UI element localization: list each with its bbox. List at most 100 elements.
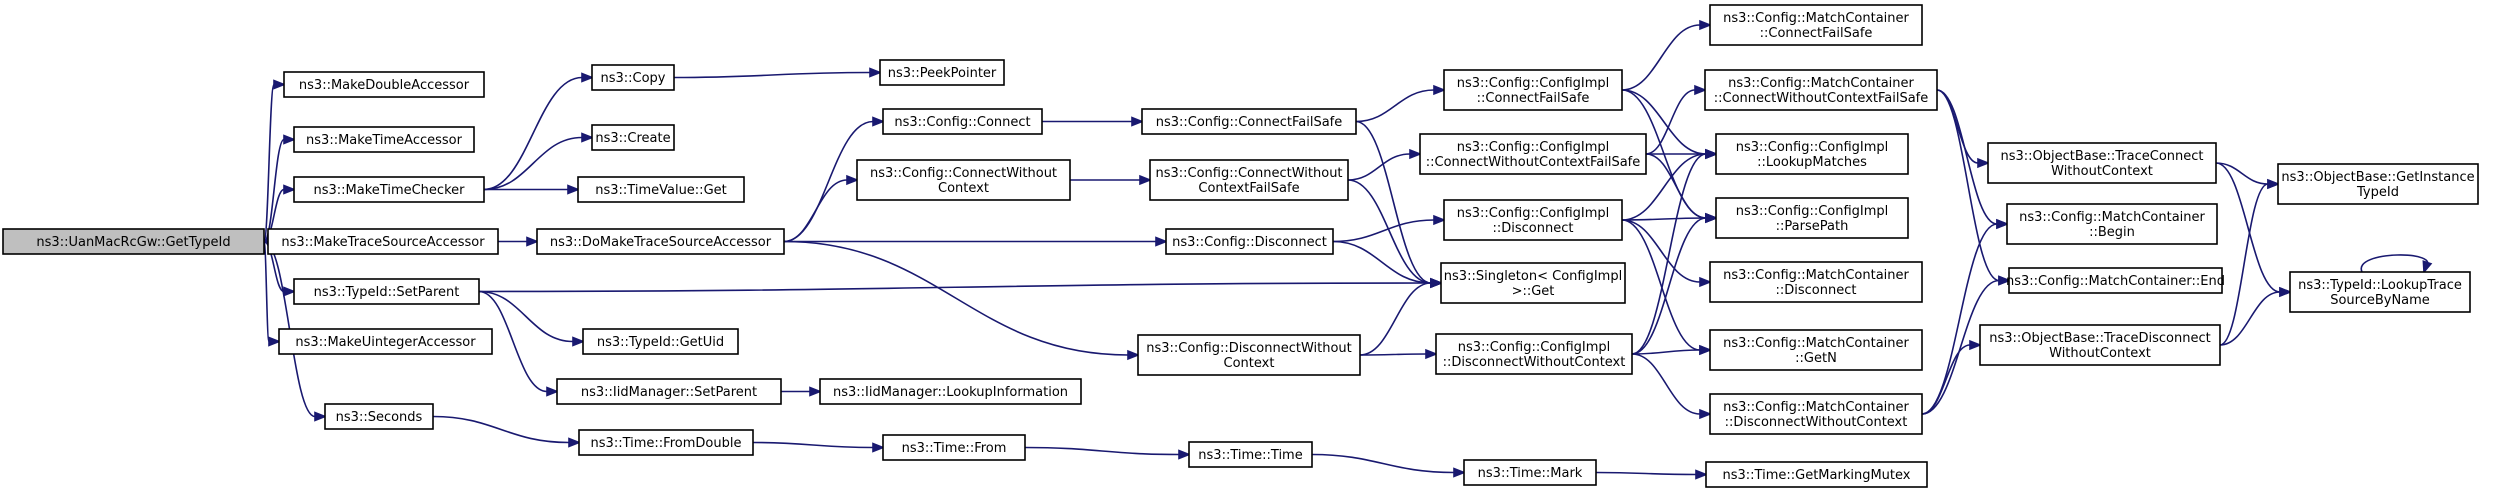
- function-node[interactable]: ns3::ObjectBase::TraceConnectWithoutCont…: [1987, 142, 2217, 184]
- function-node[interactable]: ns3::Time::Mark: [1463, 459, 1597, 486]
- function-node[interactable]: ns3::Config::MatchContainer::GetN: [1709, 329, 1923, 371]
- call-edge: [1921, 339, 1983, 415]
- call-edge: [1070, 174, 1153, 186]
- node-label: ns3::Config::MatchContainer::End: [2006, 274, 2225, 289]
- function-node[interactable]: ns3::Copy: [591, 64, 675, 91]
- node-label: Context: [1224, 356, 1275, 371]
- node-label: ::ParsePath: [1776, 219, 1849, 234]
- call-edge: [784, 236, 1169, 247]
- node-label: ns3::Config::ConfigImpl: [1457, 76, 1610, 91]
- function-node[interactable]: ns3::Config::ConnectFailSafe: [1141, 108, 1357, 135]
- call-edge: [1631, 212, 1719, 355]
- function-node[interactable]: ns3::MakeDoubleAccessor: [283, 71, 485, 98]
- function-node[interactable]: ns3::Singleton< ConfigImpl >::Get: [1440, 262, 1626, 304]
- call-edge: [478, 290, 586, 347]
- node-label: ContextFailSafe: [1198, 181, 1299, 196]
- function-node[interactable]: ns3::Config::Connect: [882, 108, 1043, 135]
- function-node[interactable]: ns3::Config::MatchContainer::ConnectFail…: [1709, 4, 1923, 46]
- call-edge: [263, 134, 297, 243]
- function-node[interactable]: ns3::Config::ConfigImpl::ConnectFailSafe: [1443, 69, 1623, 111]
- function-node[interactable]: ns3::Time::GetMarkingMutex: [1705, 461, 1928, 488]
- function-node[interactable]: ns3::TypeId::GetUid: [582, 328, 739, 355]
- node-label: ns3::Config::ConnectFailSafe: [1156, 115, 1343, 130]
- function-node[interactable]: ns3::Seconds: [324, 403, 434, 430]
- function-node[interactable]: ns3::Config::MatchContainer::DisconnectW…: [1709, 393, 1923, 435]
- node-label: ns3::Config::MatchContainer: [1728, 76, 1914, 91]
- node-label: ns3::Config::ConfigImpl: [1458, 340, 1611, 355]
- node-label: ::ConnectFailSafe: [1477, 91, 1590, 106]
- node-label: ns3::IidManager::LookupInformation: [833, 385, 1068, 400]
- node-label: ns3::Time::GetMarkingMutex: [1723, 468, 1911, 483]
- node-label: Context: [938, 181, 989, 196]
- node-label: WithoutContext: [2051, 164, 2153, 179]
- function-node[interactable]: ns3::TimeValue::Get: [577, 176, 745, 203]
- function-node[interactable]: ns3::Config::MatchContainer::ConnectWith…: [1704, 69, 1938, 111]
- call-edge: [1595, 469, 1709, 480]
- node-label: ns3::Create: [595, 131, 670, 146]
- function-node[interactable]: ns3::Config::DisconnectWithoutContext: [1137, 334, 1361, 376]
- function-node[interactable]: ns3::Config::ConnectWithoutContext: [856, 159, 1071, 201]
- node-label: SourceByName: [2330, 293, 2430, 308]
- root-node[interactable]: ns3::UanMacRcGw::GetTypeId: [2, 228, 265, 255]
- call-edge: [1631, 344, 1713, 356]
- function-node[interactable]: ns3::MakeTimeChecker: [293, 176, 485, 203]
- node-label: ::GetN: [1795, 351, 1837, 366]
- function-node[interactable]: ns3::ObjectBase::TraceDisconnectWithoutC…: [1979, 324, 2221, 366]
- function-node[interactable]: ns3::Config::ConfigImpl::LookupMatches: [1715, 133, 1909, 175]
- function-node[interactable]: ns3::Config::MatchContainer::Disconnect: [1709, 261, 1923, 303]
- function-node[interactable]: ns3::IidManager::SetParent: [556, 378, 782, 405]
- call-edge: [752, 441, 886, 453]
- node-label: ns3::Config::ConnectWithout: [1155, 166, 1342, 181]
- function-node[interactable]: ns3::MakeTraceSourceAccessor: [267, 228, 499, 255]
- node-label: ns3::Config::MatchContainer: [2019, 210, 2205, 225]
- function-node[interactable]: ns3::Config::ConnectWithoutContextFailSa…: [1149, 159, 1349, 201]
- node-label: ns3::TimeValue::Get: [595, 183, 727, 198]
- node-label: ns3::Time::Time: [1198, 448, 1302, 463]
- node-label: ns3::Config::ConnectWithout: [870, 166, 1057, 181]
- function-node[interactable]: ns3::Config::MatchContainer::End: [2006, 267, 2225, 294]
- function-node[interactable]: ns3::MakeUintegerAccessor: [278, 328, 493, 355]
- call-edge: [1042, 116, 1145, 127]
- call-edge: [1921, 218, 2010, 415]
- node-label: ns3::MakeUintegerAccessor: [295, 335, 476, 350]
- node-label: ::LookupMatches: [1757, 155, 1867, 170]
- function-node[interactable]: ns3::Config::ConfigImpl::ConnectWithoutC…: [1419, 133, 1647, 175]
- call-edge: [1645, 153, 1719, 224]
- function-node[interactable]: ns3::Time::From: [882, 434, 1026, 461]
- function-node[interactable]: ns3::DoMakeTraceSourceAccessor: [536, 228, 785, 255]
- function-node[interactable]: ns3::Config::MatchContainer::Begin: [2006, 203, 2218, 245]
- function-node[interactable]: ns3::IidManager::LookupInformation: [819, 378, 1082, 405]
- node-label: ns3::ObjectBase::GetInstance: [2281, 170, 2474, 185]
- node-label: ns3::Config::ConfigImpl: [1736, 204, 1889, 219]
- function-node[interactable]: ns3::Config::ConfigImpl::DisconnectWitho…: [1435, 333, 1633, 375]
- node-label: ns3::TypeId::SetParent: [314, 285, 460, 300]
- node-label: ns3::Config::MatchContainer: [1723, 11, 1909, 26]
- call-edge: [1359, 277, 1444, 356]
- function-node[interactable]: ns3::Config::Disconnect: [1165, 228, 1334, 255]
- call-edge: [483, 132, 595, 191]
- function-node[interactable]: ns3::Config::ConfigImpl::Disconnect: [1443, 199, 1623, 241]
- call-edge: [783, 240, 1141, 361]
- node-label: ns3::UanMacRcGw::GetTypeId: [36, 235, 230, 250]
- call-edge: [1631, 148, 1719, 355]
- call-edge: [1311, 453, 1467, 478]
- node-label: ::ConnectFailSafe: [1760, 26, 1873, 41]
- call-edge: [1921, 275, 2012, 415]
- call-edge: [478, 277, 1444, 293]
- call-edge: [1631, 353, 1713, 420]
- function-node[interactable]: ns3::MakeTimeAccessor: [293, 126, 475, 153]
- function-node[interactable]: ns3::TypeId::SetParent: [293, 278, 480, 305]
- function-node[interactable]: ns3::PeekPointer: [879, 59, 1005, 86]
- call-edge: [1359, 348, 1439, 360]
- node-label: ns3::ObjectBase::TraceDisconnect: [1989, 331, 2211, 346]
- function-node[interactable]: ns3::Create: [591, 124, 675, 151]
- call-edge: [2219, 286, 2293, 346]
- node-label: ns3::TypeId::GetUid: [597, 335, 724, 350]
- call-edge: [432, 415, 582, 448]
- function-node[interactable]: ns3::Config::ConfigImpl::ParsePath: [1715, 197, 1909, 239]
- function-node[interactable]: ns3::Time::FromDouble: [578, 429, 754, 456]
- function-node[interactable]: ns3::Time::Time: [1188, 441, 1313, 468]
